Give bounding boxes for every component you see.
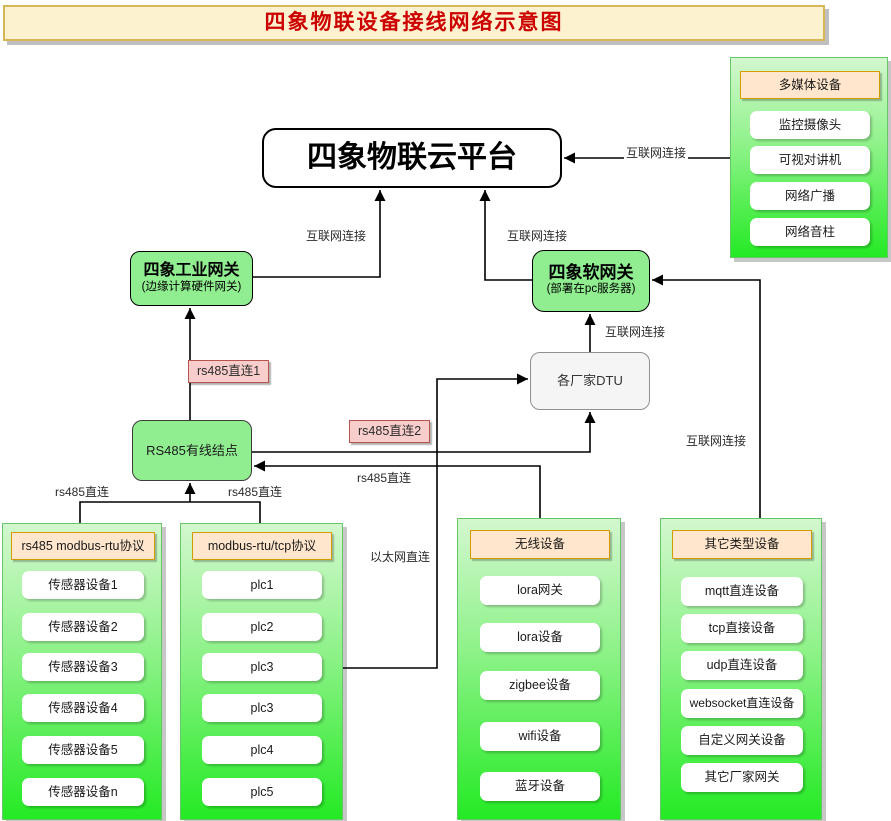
group-other-header: 其它类型设备 bbox=[672, 530, 812, 559]
device-item: plc5 bbox=[202, 778, 322, 806]
device-item: mqtt直连设备 bbox=[681, 577, 803, 606]
edge-label-rs485-direct: rs485直连 bbox=[52, 483, 112, 500]
edge-industrial-to-cloud bbox=[253, 190, 386, 278]
edge-label-internet: 互联网连接 bbox=[683, 432, 749, 449]
group-wireless: 无线设备 lora网关 lora设备 zigbee设备 wifi设备 蓝牙设备 bbox=[457, 518, 621, 820]
device-item: 传感器设备1 bbox=[22, 571, 144, 599]
edge-soft-to-cloud bbox=[479, 190, 532, 281]
edge-label-internet: 互联网连接 bbox=[303, 227, 369, 244]
edge-label-rs485-direct: rs485直连 bbox=[354, 469, 414, 486]
edge-groups-merge bbox=[79, 501, 261, 523]
edge-plc-to-dtu bbox=[343, 373, 528, 669]
group-wireless-header: 无线设备 bbox=[470, 530, 610, 559]
device-item: plc4 bbox=[202, 736, 322, 764]
edge-label-ethernet: 以太网直连 bbox=[367, 548, 433, 565]
edge-label-rs485-1: rs485直连1 bbox=[188, 360, 270, 383]
node-industrial-gateway: 四象工业网关 (边缘计算硬件网关) bbox=[130, 251, 253, 306]
device-item: 蓝牙设备 bbox=[480, 772, 600, 801]
group-rs485-header: rs485 modbus-rtu协议 bbox=[11, 532, 155, 560]
industrial-gateway-subtitle: (边缘计算硬件网关) bbox=[141, 281, 242, 293]
group-multimedia-header: 多媒体设备 bbox=[740, 71, 880, 99]
device-item: 传感器设备5 bbox=[22, 736, 144, 764]
device-item: plc1 bbox=[202, 571, 322, 599]
diagram-title: 四象物联设备接线网络示意图 bbox=[3, 5, 825, 41]
device-item: 其它厂家网关 bbox=[681, 763, 803, 792]
device-item: 传感器设备n bbox=[22, 778, 144, 806]
device-item: 监控摄像头 bbox=[750, 111, 870, 139]
device-item: websocket直连设备 bbox=[681, 689, 803, 718]
device-item: zigbee设备 bbox=[480, 671, 600, 700]
device-item: plc3 bbox=[202, 653, 322, 681]
device-item: plc3 bbox=[202, 694, 322, 722]
device-item: lora设备 bbox=[480, 623, 600, 652]
soft-gateway-title: 四象软网关 bbox=[548, 263, 634, 282]
node-soft-gateway: 四象软网关 (部署在pc服务器) bbox=[532, 250, 650, 312]
edge-other-to-soft bbox=[652, 274, 761, 518]
device-item: lora网关 bbox=[480, 576, 600, 605]
industrial-gateway-title: 四象工业网关 bbox=[143, 262, 240, 279]
device-item: plc2 bbox=[202, 613, 322, 641]
edge-wireless-to-node bbox=[254, 460, 541, 518]
device-item: wifi设备 bbox=[480, 722, 600, 751]
edge-label-rs485-2: rs485直连2 bbox=[349, 420, 431, 443]
device-item: udp直连设备 bbox=[681, 651, 803, 680]
node-dtu: 各厂家DTU bbox=[530, 352, 650, 410]
group-modbus-header: modbus-rtu/tcp协议 bbox=[192, 532, 332, 560]
group-rs485-modbus-rtu: rs485 modbus-rtu协议 传感器设备1 传感器设备2 传感器设备3 … bbox=[2, 523, 162, 820]
soft-gateway-subtitle: (部署在pc服务器) bbox=[546, 283, 636, 296]
group-other-devices: 其它类型设备 mqtt直连设备 tcp直接设备 udp直连设备 websocke… bbox=[660, 518, 822, 820]
node-rs485-wired: RS485有线结点 bbox=[132, 420, 252, 481]
device-item: 网络音柱 bbox=[750, 218, 870, 246]
group-modbus-rtu-tcp: modbus-rtu/tcp协议 plc1 plc2 plc3 plc3 plc… bbox=[180, 523, 343, 820]
edge-label-internet: 互联网连接 bbox=[602, 323, 668, 340]
device-item: tcp直接设备 bbox=[681, 614, 803, 643]
device-item: 网络广播 bbox=[750, 182, 870, 210]
device-item: 传感器设备4 bbox=[22, 694, 144, 722]
edge-node-to-dtu bbox=[252, 412, 596, 453]
group-multimedia: 多媒体设备 监控摄像头 可视对讲机 网络广播 网络音柱 bbox=[730, 57, 888, 258]
device-item: 自定义网关设备 bbox=[681, 726, 803, 755]
edge-label-rs485-direct: rs485直连 bbox=[225, 483, 285, 500]
edge-label-internet: 互联网连接 bbox=[623, 144, 689, 161]
device-item: 可视对讲机 bbox=[750, 146, 870, 174]
device-item: 传感器设备2 bbox=[22, 613, 144, 641]
edge-label-internet: 互联网连接 bbox=[504, 227, 570, 244]
device-item: 传感器设备3 bbox=[22, 653, 144, 681]
node-cloud-platform: 四象物联云平台 bbox=[262, 128, 562, 188]
